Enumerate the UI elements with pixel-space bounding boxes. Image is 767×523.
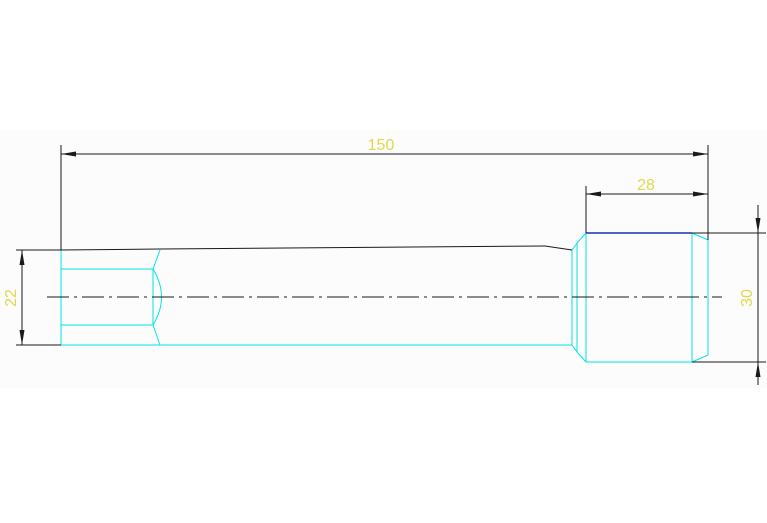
neck-step-bottom — [571, 344, 578, 353]
dim-22-text: 22 — [3, 289, 20, 307]
dim-22-arrow-top — [19, 250, 25, 265]
dim-28-arrow-left — [586, 191, 601, 197]
dim-30-arrow-top — [755, 218, 761, 233]
neck-top-edge — [544, 245, 573, 251]
neck-step-top — [571, 242, 578, 251]
dim-22-arrow-bottom — [19, 330, 25, 345]
dim-28-arrow-right — [693, 191, 708, 197]
dim-30-arrow-bottom — [755, 362, 761, 377]
bore-chamfer-top — [152, 249, 161, 270]
part-top-edge — [60, 232, 692, 251]
dim-150-text: 150 — [368, 137, 395, 154]
head-chamfer-top-left — [576, 232, 587, 244]
dim-150-arrow-right — [693, 151, 708, 157]
bore-chamfer-bottom — [152, 324, 161, 346]
dimensions — [16, 145, 766, 385]
dim-30-text: 30 — [739, 289, 756, 307]
head-chamfer-bottom-left — [576, 351, 587, 363]
dim-28-text: 28 — [637, 177, 655, 194]
shank-top-taper — [159, 245, 546, 250]
drawing-sheet — [0, 130, 767, 388]
shank-top-edge — [60, 248, 161, 251]
head-chamfer-top-right — [691, 232, 709, 241]
head-chamfer-bottom-right — [691, 354, 709, 363]
dim-150-arrow-left — [61, 151, 76, 157]
